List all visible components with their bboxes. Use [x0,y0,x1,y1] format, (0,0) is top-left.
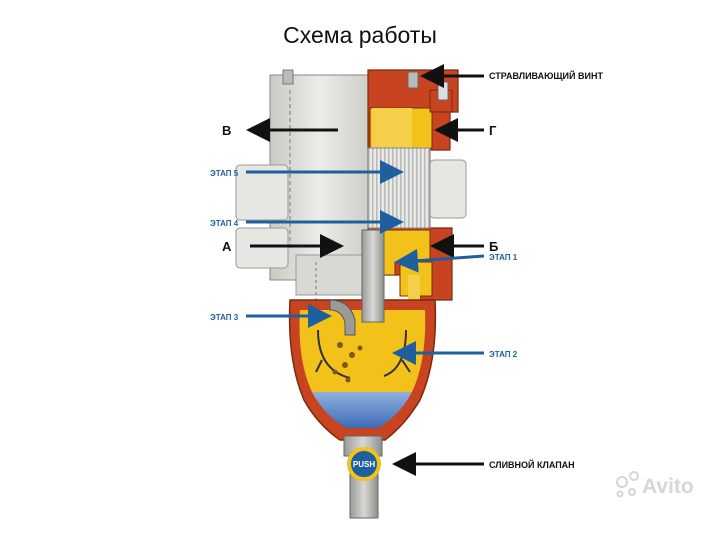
black-arrows [246,64,484,476]
port-v-label: В [222,123,231,138]
bleed-screw-label: СТРАВЛИВАЮЩИЙ ВИНТ [489,70,603,81]
stage1-label: ЭТАП 1 [489,253,518,262]
drain-valve-label: СЛИВНОЙ КЛАПАН [489,459,575,470]
avito-watermark-text: Avito [642,475,694,498]
stage4-label: ЭТАП 4 [210,219,239,228]
stage-arrows [246,160,485,365]
port-g-label: Г [489,123,497,138]
diagram-title: Схема работы [283,22,437,48]
stage5-label: ЭТАП 5 [210,169,239,178]
filter-bowl [288,229,437,441]
port-b-label: Б [489,239,498,254]
filter-head-gray-half [235,69,369,300]
push-label: PUSH [353,460,375,469]
avito-watermark: Avito [616,471,694,498]
stage3-label: ЭТАП 3 [210,313,239,322]
drain-valve: PUSH [343,435,383,519]
port-a-label: А [222,239,232,254]
stage2-label: ЭТАП 2 [489,350,518,359]
